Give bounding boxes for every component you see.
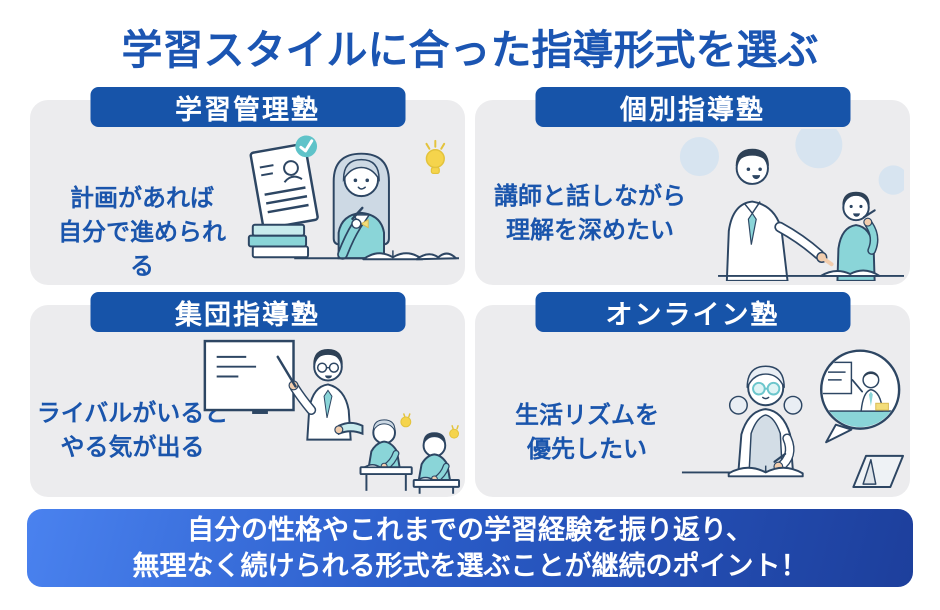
card-title-badge: 個別指導塾 [535, 87, 850, 127]
online-lesson-illustration [681, 349, 904, 489]
card-online-juku: オンライン塾 生活リズムを 優先したい [475, 292, 910, 497]
card-gakushu-kanri-juku: 学習管理塾 計画があれば 自分で進められ る [30, 87, 465, 285]
lightbulb-icon [425, 139, 446, 175]
card-description: 講師と話しながら 理解を深めたい [494, 183, 686, 245]
student-a [359, 413, 413, 491]
teacher-with-student-illustration [679, 129, 904, 281]
card-description: 生活リズムを 優先したい [515, 402, 659, 464]
card-description: 計画があれば 自分で進められ る [58, 185, 226, 281]
card-shudan-shido-juku: 集団指導塾 ライバルがいると やる気が出る [30, 292, 465, 497]
card-kobetsu-shido-juku: 個別指導塾 講師と話しながら 理解を深めたい [475, 87, 910, 285]
summary-banner: 自分の性格やこれまでの学習経験を振り返り、 無理なく続けられる形式を選ぶことが継… [27, 509, 913, 587]
speech-bubble [795, 129, 843, 169]
card-title-badge: 集団指導塾 [90, 292, 405, 332]
card-title-badge: オンライン塾 [535, 292, 850, 332]
student-b [412, 425, 461, 494]
summary-text: 自分の性格やこれまでの学習経験を振り返り、 無理なく続けられる形式を選ぶことが継… [132, 514, 808, 581]
speech-bubble [679, 136, 720, 177]
page-title: 学習スタイルに合った指導形式を選ぶ [121, 27, 819, 73]
self-study-student-illustration [247, 135, 459, 261]
card-description: ライバルがいると やる気が出る [36, 400, 229, 462]
classroom-lecture-illustration [203, 339, 461, 494]
card-title-badge: 学習管理塾 [90, 87, 405, 127]
speech-bubble [878, 165, 904, 195]
